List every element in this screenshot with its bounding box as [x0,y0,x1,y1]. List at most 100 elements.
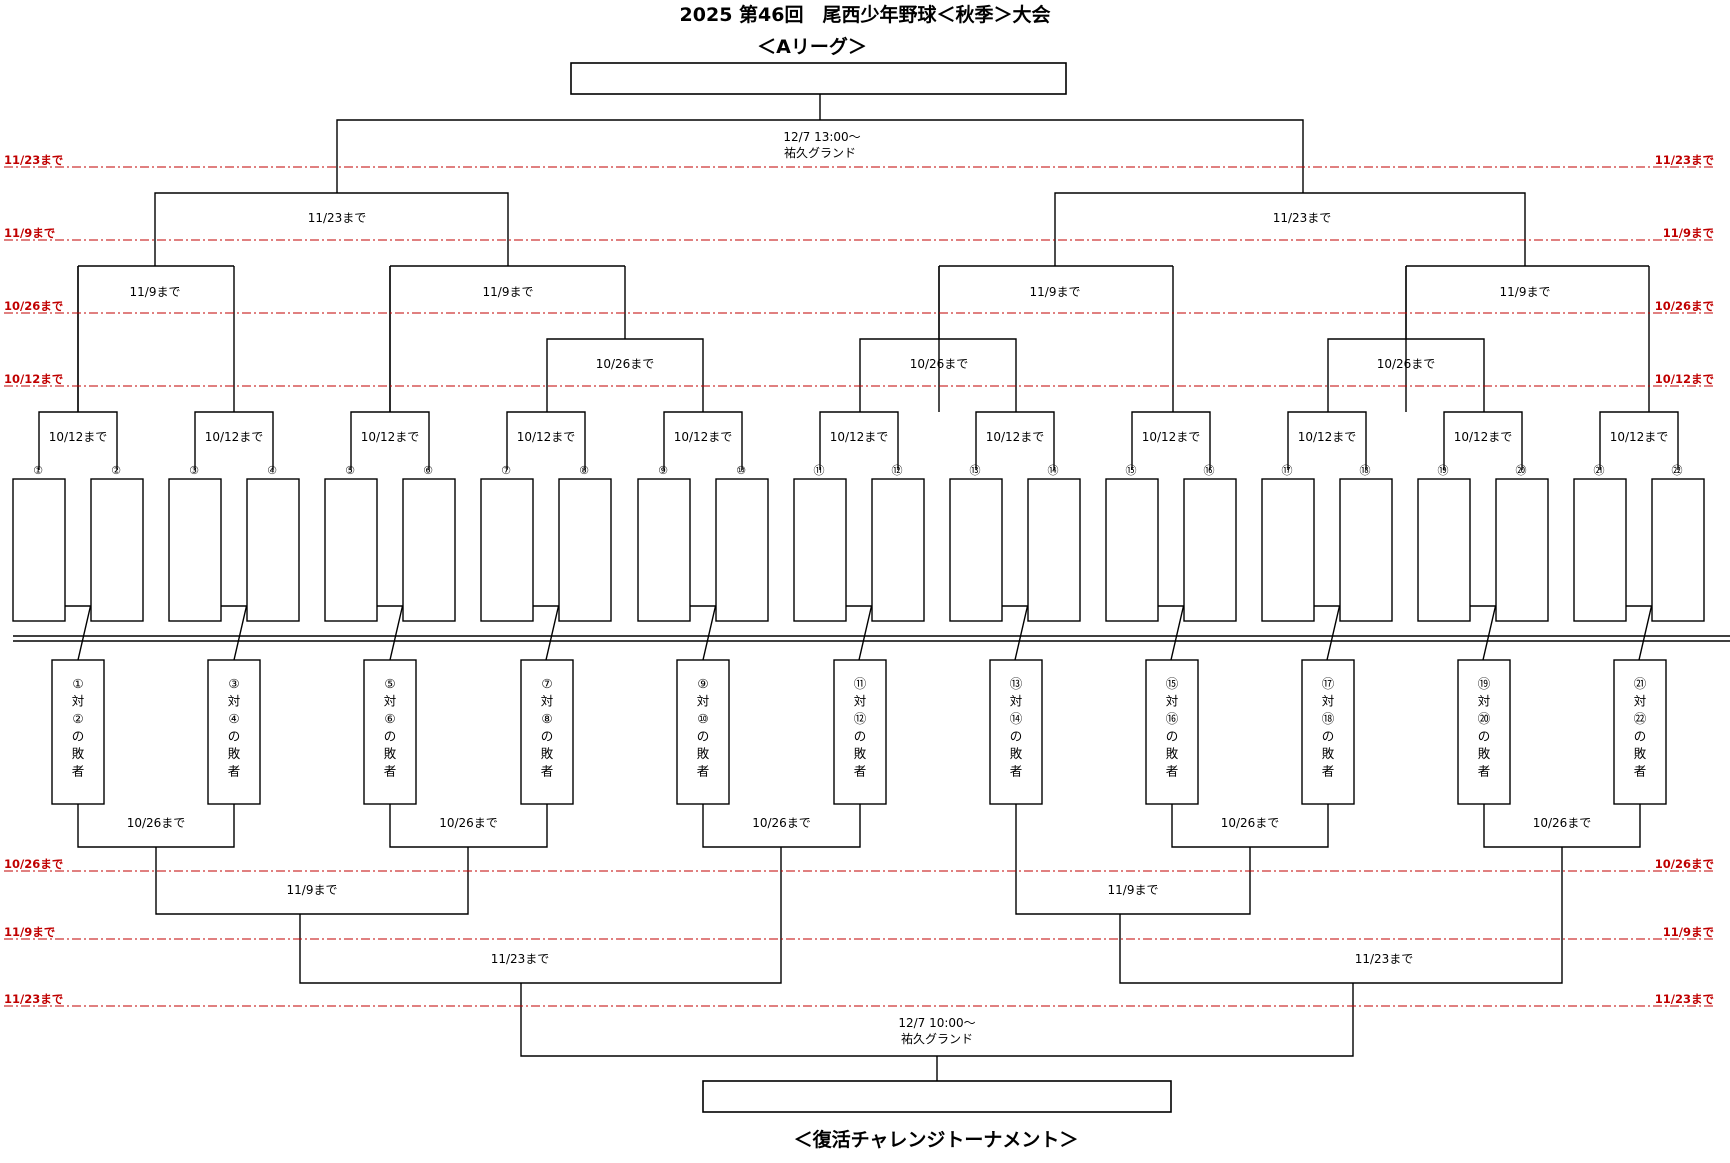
loser-box-char: ⑳ [1478,711,1491,726]
loser-box-char: ⑨ [697,676,708,691]
loser-box [1457,659,1511,805]
loser-box-char: ⑰ [1322,676,1335,691]
seed-number: ⑥ [423,464,433,477]
loser-box [207,659,261,805]
loser-box [1145,659,1199,805]
loser-box-char: 敗 [228,746,241,761]
semifinal-deadline-label: 11/23まで [308,211,367,225]
team-name-box [1105,478,1159,622]
revival-tournament-title: ＜復活チャレンジトーナメント＞ [794,1128,1079,1151]
team-name-box [12,478,66,622]
revival-final-venue-label: 祐久グランド [901,1032,973,1046]
seed-number: ⑰ [1282,464,1293,477]
loser-box-char: ⑱ [1322,711,1335,726]
first-round-deadline-label: 10/12まで [830,430,889,444]
loser-box-char: 敗 [854,746,867,761]
revival-final-date-label: 12/7 10:00～ [898,1016,975,1030]
revival-round2-deadline-label: 11/9まで [287,883,338,897]
final-date-label: 12/7 13:00～ [783,130,860,144]
team-name-box [402,478,456,622]
loser-box-char: 者 [1010,764,1023,779]
deadline-row-label-right: 10/26まで [1655,857,1714,871]
loser-box-char: ⑮ [1166,676,1179,691]
loser-box-char: ⑩ [697,711,708,726]
deadline-row-label-right: 11/23まで [1655,153,1714,167]
deadline-row-label-right: 10/12まで [1655,372,1714,386]
loser-box-char: ③ [228,676,239,691]
deadline-row-label-right: 11/23まで [1655,992,1714,1006]
seed-number: ⑩ [736,464,746,477]
loser-box-char: ⑦ [541,676,552,691]
deadline-row-label-right: 11/9まで [1663,925,1714,939]
loser-box-char: ⑭ [1010,711,1023,726]
loser-box-char: 対 [854,694,867,709]
loser-box-char: 対 [228,694,241,709]
seed-number: ② [111,464,121,477]
deadline-row-label-left: 11/23まで [4,153,63,167]
seed-number: ⑤ [345,464,355,477]
loser-box-char: 対 [384,694,397,709]
deadline-row-label-left: 11/9まで [4,226,55,240]
first-round-deadline-label: 10/12まで [361,430,420,444]
team-name-box [1651,478,1705,622]
seed-number: ⑯ [1204,464,1215,477]
loser-box-char: 者 [854,764,867,779]
first-round-deadline-label: 10/12まで [1142,430,1201,444]
loser-box-char: 者 [697,764,710,779]
deadline-row-label-left: 11/9まで [4,925,55,939]
quarterfinal-deadline-label: 11/9まで [1500,285,1551,299]
seed-number: ⑬ [970,464,981,477]
loser-box-char: 者 [1634,764,1647,779]
seed-number: ⑲ [1438,464,1449,477]
loser-box-char: 対 [1322,694,1335,709]
page-title: 2025 第46回 尾西少年野球＜秋季＞大会 [680,3,1051,26]
team-name-box [324,478,378,622]
loser-drop-line [1014,605,1029,661]
loser-box-char: の [1478,729,1491,744]
loser-box-char: ⑧ [541,711,552,726]
revival-round1-deadline-label: 10/26まで [752,816,811,830]
team-name-box [637,478,691,622]
seed-number: ⑨ [658,464,668,477]
revival-round2-line [1015,804,1251,915]
deadline-row-label-right: 10/26まで [1655,299,1714,313]
a-league-subtitle: ＜Aリーグ＞ [757,35,867,58]
loser-drop-line [702,605,717,661]
loser-box-char: 者 [1478,764,1491,779]
final-venue-label: 祐久グランド [784,146,856,160]
quarterfinal-deadline-label: 11/9まで [483,285,534,299]
round-of-16-deadline-label: 10/26まで [596,357,655,371]
loser-box-char: の [228,729,241,744]
revival-round1-deadline-label: 10/26まで [1221,816,1280,830]
round-of-16-line [859,338,1017,412]
loser-box-char: 敗 [1322,746,1335,761]
loser-box-char: の [854,729,867,744]
revival-round1-deadline-label: 10/26まで [1533,816,1592,830]
team-name-box [1027,478,1081,622]
loser-box-char: の [384,729,397,744]
team-name-box [1417,478,1471,622]
revival-champion-box [702,1080,1172,1113]
semifinal-deadline-label: 11/23まで [1273,211,1332,225]
seed-number: ⑫ [892,464,903,477]
loser-drop-line [1170,605,1185,661]
loser-box [51,659,105,805]
loser-box-char: 者 [72,764,85,779]
loser-box-char: ④ [228,711,239,726]
loser-box-char: の [1322,729,1335,744]
loser-drop-line [389,605,404,661]
first-round-line [1599,411,1679,470]
loser-box-char: ② [72,711,83,726]
seed-number: ③ [189,464,199,477]
first-round-line [194,411,274,470]
loser-box-char: の [1010,729,1023,744]
semifinal-left-line [154,192,509,266]
first-round-line [38,411,118,470]
team-name-box [949,478,1003,622]
seed-number: ⑮ [1126,464,1137,477]
seed-number: ④ [267,464,277,477]
loser-box-char: ⑤ [384,676,395,691]
team-name-box [168,478,222,622]
team-name-box [480,478,534,622]
